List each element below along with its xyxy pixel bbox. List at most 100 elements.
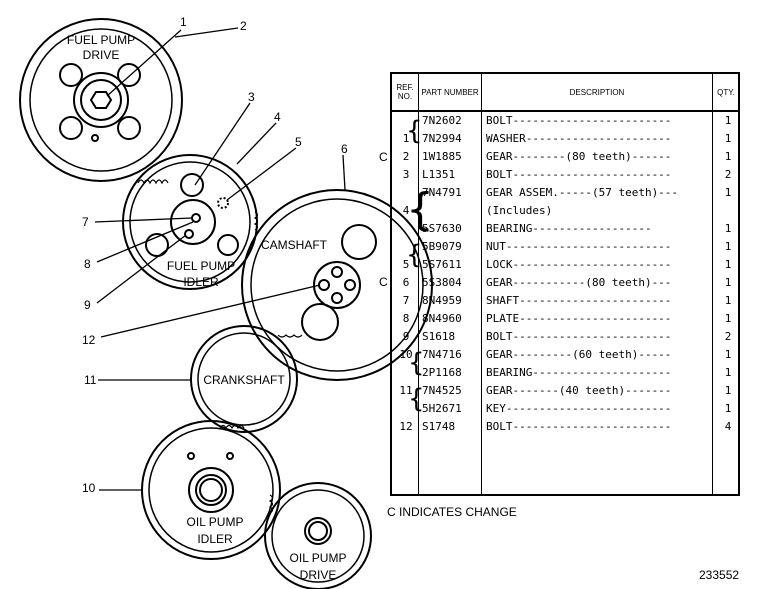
header-qty: QTY.	[717, 87, 735, 97]
oil-pump-drive-gear	[264, 482, 372, 589]
change-mark-ref-2: C	[379, 150, 388, 164]
group-brace: {	[406, 116, 423, 146]
figure-number: 233552	[699, 568, 740, 582]
table-row: 3 L1351 BOLT------------------------ 2	[392, 166, 738, 184]
part-number-cell: 5S3804	[422, 276, 462, 289]
qty-cell: 1	[724, 240, 732, 253]
description-cell: GEAR---------(60 teeth)-----	[486, 348, 672, 361]
table-row: 2 1W1885 GEAR--------(80 teeth)------ 1	[392, 148, 738, 166]
description-cell: PLATE-----------------------	[486, 312, 672, 325]
callout-11: 11	[84, 373, 97, 387]
fuel-pump-drive-label-1: FUEL PUMP	[67, 33, 135, 47]
qty-cell: 1	[724, 402, 732, 415]
part-number-cell: 5S7630	[422, 222, 462, 235]
part-number-cell: L1351	[422, 168, 456, 181]
leader-lines	[94, 27, 346, 491]
ref-cell: 3	[402, 168, 410, 181]
qty-cell: 2	[724, 330, 732, 343]
ref-cell: 2	[402, 150, 410, 163]
column-divider	[481, 74, 482, 494]
camshaft-gear	[241, 189, 433, 381]
description-cell: BEARING------------------	[486, 222, 652, 235]
description-cell: WASHER----------------------	[486, 132, 672, 145]
qty-cell: 1	[724, 186, 732, 199]
ref-cell: 10	[399, 348, 413, 361]
column-divider	[418, 74, 419, 494]
parts-table: REF. NO. PART NUMBER DESCRIPTION QTY. { …	[390, 72, 740, 496]
qty-cell: 1	[724, 366, 732, 379]
ref-cell: 7	[402, 294, 410, 307]
part-number-cell: S1748	[422, 420, 456, 433]
qty-cell: 1	[724, 294, 732, 307]
callout-5: 5	[295, 135, 302, 149]
description-cell: GEAR-------(40 teeth)-------	[486, 384, 672, 397]
part-number-cell: 7N2602	[422, 114, 462, 127]
oil-pump-drive-label-1: OIL PUMP	[290, 551, 347, 565]
description-cell: BOLT------------------------	[486, 420, 672, 433]
callout-9: 9	[84, 298, 91, 312]
qty-cell: 1	[724, 384, 732, 397]
qty-cell: 1	[724, 222, 732, 235]
group-brace: {	[408, 384, 425, 414]
qty-cell: 1	[724, 150, 732, 163]
description-cell: BOLT------------------------	[486, 330, 672, 343]
table-row: 5S7630 BEARING------------------ 1	[392, 220, 738, 238]
table-row: 4 (Includes)	[392, 202, 738, 220]
part-number-cell: 1W1885	[422, 150, 462, 163]
qty-cell: 1	[724, 348, 732, 361]
crankshaft-label: CRANKSHAFT	[203, 373, 285, 387]
oil-pump-idler-label-2: IDLER	[197, 532, 233, 546]
description-cell: KEY-------------------------	[486, 402, 672, 415]
callout-4: 4	[274, 110, 281, 124]
callout-8: 8	[84, 257, 91, 271]
group-brace: {	[408, 348, 425, 378]
ref-cell: 11	[399, 384, 413, 397]
callout-7: 7	[82, 215, 89, 229]
qty-cell: 1	[724, 276, 732, 289]
ref-cell: 8	[402, 312, 410, 325]
change-note: C INDICATES CHANGE	[387, 505, 517, 519]
part-number-cell: 7N2994	[422, 132, 462, 145]
description-cell: SHAFT-----------------------	[486, 294, 672, 307]
fuel-pump-drive-gear	[19, 18, 183, 182]
change-mark-ref-6: C	[379, 275, 388, 289]
table-row: 11 7N4525 GEAR-------(40 teeth)------- 1	[392, 382, 738, 400]
oil-pump-idler-label-1: OIL PUMP	[187, 515, 244, 529]
fuel-pump-idler-label-2: IDLER	[183, 275, 219, 289]
header-ref-no: REF. NO.	[396, 83, 414, 101]
callout-3: 3	[248, 90, 255, 104]
part-number-cell: 2P1168	[422, 366, 462, 379]
part-number-cell: 7N4525	[422, 384, 462, 397]
qty-cell: 1	[724, 258, 732, 271]
callout-2: 2	[240, 19, 247, 33]
description-cell: LOCK------------------------	[486, 258, 672, 271]
part-number-cell: 5S7611	[422, 258, 462, 271]
description-cell: GEAR ASSEM.-----(57 teeth)---	[486, 186, 679, 199]
table-header: REF. NO. PART NUMBER DESCRIPTION QTY.	[392, 74, 738, 112]
qty-cell: 1	[724, 312, 732, 325]
qty-cell: 1	[724, 114, 732, 127]
ref-cell: 9	[402, 330, 410, 343]
qty-cell: 2	[724, 168, 732, 181]
callout-1: 1	[180, 15, 187, 29]
qty-cell: 1	[724, 132, 732, 145]
group-brace: {	[406, 184, 434, 235]
header-part-number: PART NUMBER	[421, 87, 479, 97]
description-cell: GEAR--------(80 teeth)------	[486, 150, 672, 163]
description-cell: (Includes)	[486, 204, 553, 217]
ref-cell: 12	[399, 420, 413, 433]
description-cell: BOLT------------------------	[486, 168, 672, 181]
gear-mesh-teeth	[137, 179, 303, 514]
